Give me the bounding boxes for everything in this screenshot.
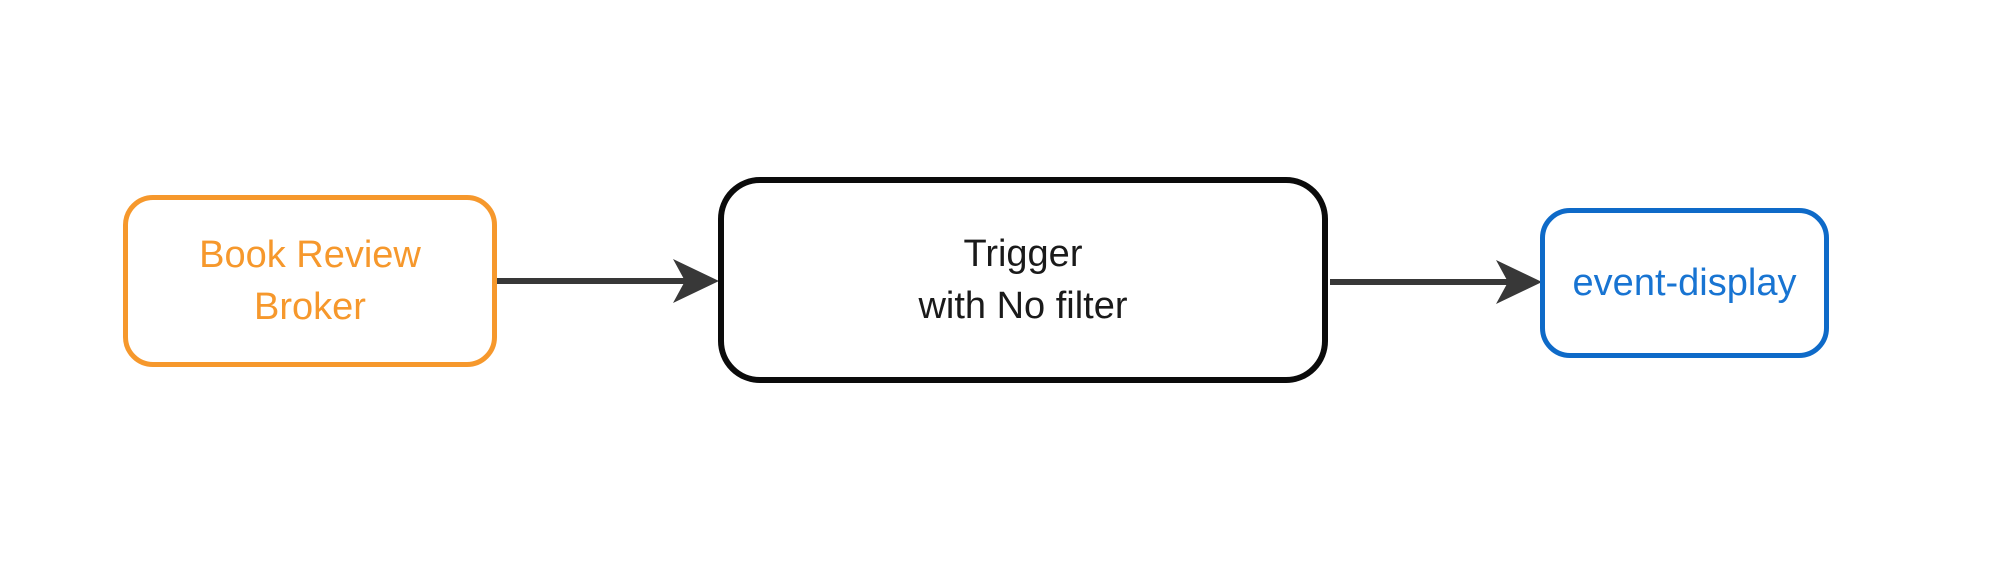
node-label-line: with No filter [918, 285, 1128, 327]
arrowhead-shape [1496, 260, 1542, 304]
arrowhead-shape [673, 259, 719, 303]
edge-line [497, 278, 689, 284]
edge-line [1330, 279, 1512, 285]
node-label-line: Trigger [963, 233, 1083, 275]
node-label-line: Broker [254, 286, 366, 328]
node-event-display: event-display [1540, 208, 1829, 358]
arrowhead-icon [1496, 260, 1542, 304]
node-trigger: Trigger with No filter [718, 177, 1328, 383]
arrowhead-icon [673, 259, 719, 303]
edge-trigger-to-event-display [1330, 260, 1542, 304]
node-book-review-broker: Book Review Broker [123, 195, 497, 367]
edge-broker-to-trigger [497, 259, 719, 303]
node-label-line: Book Review [199, 234, 421, 276]
node-label-line: event-display [1572, 262, 1797, 304]
